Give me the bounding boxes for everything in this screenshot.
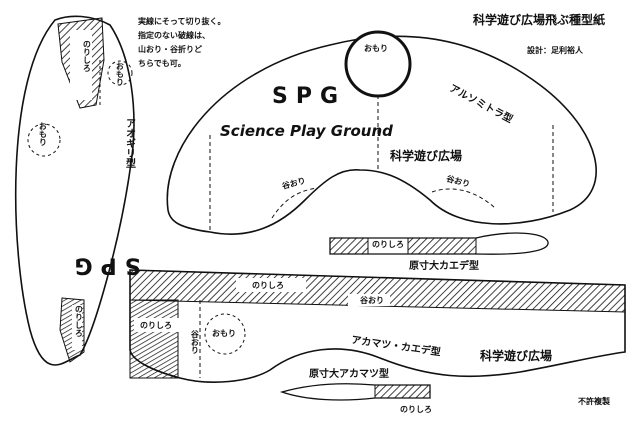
top-fold-curve-right <box>431 188 496 209</box>
left-glue-label-top: のりしろ <box>82 40 92 72</box>
copyright-notice: 不許複製 <box>578 397 610 406</box>
instruction-line: 指定のない破線は、 <box>138 31 210 40</box>
left-wing-template <box>14 15 135 366</box>
bottom-weight-label: おもり <box>212 329 236 338</box>
bottom-fold-label-vertical: 谷おり <box>190 330 200 354</box>
instruction-line: ちらでも可。 <box>138 59 186 68</box>
bottom-wing-template <box>129 269 626 383</box>
left-glue-label-bottom: のりしろ <box>74 305 84 337</box>
top-fold-curve-left <box>271 187 319 219</box>
kaede-hatch-left <box>329 237 369 255</box>
left-weight-label-top: おもり <box>115 62 125 86</box>
kaede-strip-outline <box>329 232 549 255</box>
left-type-label: アオギリ型 <box>123 118 135 168</box>
left-weight-label: おもり <box>38 122 48 146</box>
akamatsu-strip <box>279 383 431 401</box>
akamatsu-caption: 原寸大アカマツ型 <box>309 369 389 380</box>
top-weight-label: おもり <box>364 44 388 53</box>
left-wing-outline <box>14 15 135 366</box>
top-wing-template <box>166 30 597 235</box>
top-subtitle: Science Play Ground <box>220 122 393 140</box>
top-weight-circle <box>344 30 412 98</box>
bottom-weight-circle <box>204 313 246 355</box>
page-title: 科学遊び広場飛ぶ種型紙 <box>473 13 606 27</box>
kaede-strip <box>329 232 549 255</box>
kaede-caption: 原寸大カエデ型 <box>409 261 479 272</box>
left-weight-circle-1 <box>27 123 61 157</box>
bottom-glue-label-top: のりしろ <box>252 281 284 290</box>
bottom-place-label: 科学遊び広場 <box>480 349 553 363</box>
kaede-hatch-right <box>407 237 477 255</box>
top-place-label: 科学遊び広場 <box>390 149 463 163</box>
kaede-glue-label: のりしろ <box>372 240 404 249</box>
top-wing-outline <box>166 35 597 235</box>
left-weight-circle-2 <box>107 60 133 86</box>
designer-credit: 設計：足利裕人 <box>527 46 583 55</box>
bottom-fold-label: 谷おり <box>360 296 384 305</box>
akamatsu-hatch <box>374 384 431 399</box>
bottom-wing-outline <box>129 269 626 383</box>
instructions: 実線にそって切り抜く。 指定のない破線は、 山おり・谷折りど ちらでも可。 <box>138 18 225 68</box>
instruction-line: 山おり・谷折りど <box>138 45 202 54</box>
bottom-glue-label-left: のりしろ <box>140 321 172 330</box>
left-logo: SPG <box>66 252 141 278</box>
top-logo: SPG <box>272 84 347 109</box>
instruction-line: 実線にそって切り抜く。 <box>138 17 226 26</box>
bottom-glue-left <box>129 299 179 379</box>
akamatsu-glue-label: のりしろ <box>400 405 432 414</box>
